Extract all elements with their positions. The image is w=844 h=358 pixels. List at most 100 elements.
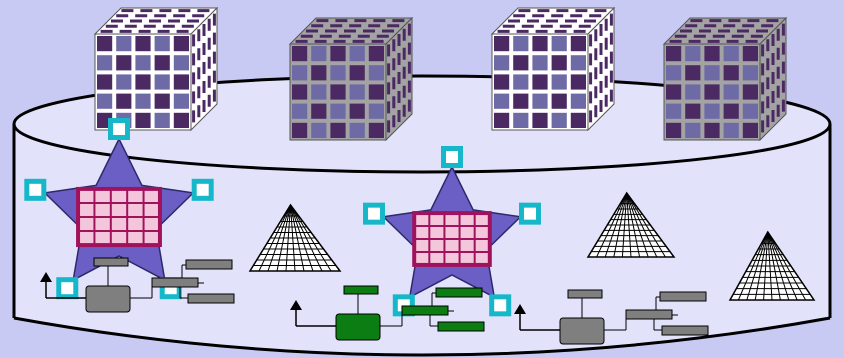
pyramid-right — [728, 230, 816, 301]
cube-cell — [311, 103, 327, 119]
pyramid-edge — [258, 204, 291, 272]
cube-cell — [154, 93, 170, 109]
cube-cell — [570, 112, 586, 128]
hierarchy-node — [401, 305, 449, 316]
cube-cell — [349, 122, 365, 138]
cube-cell — [704, 65, 720, 81]
cube-cell — [173, 74, 189, 90]
dimension-table-inner — [446, 151, 458, 163]
pyramid-edge — [596, 192, 628, 258]
pyramid-edge — [290, 204, 314, 272]
cube-cell — [494, 112, 510, 128]
cube-cell — [311, 65, 327, 81]
cube-cell — [704, 122, 720, 138]
pyramid-left — [248, 203, 342, 272]
cube-cell — [513, 55, 529, 71]
pyramid-edge — [767, 231, 790, 301]
cube-cell — [154, 74, 170, 90]
hierarchy-node — [659, 291, 707, 302]
cube-cell — [723, 84, 739, 100]
cube-cell — [532, 93, 548, 109]
cube-cell — [742, 65, 758, 81]
dimension-table-inner — [61, 282, 74, 295]
pyramid-edge — [276, 204, 291, 272]
cube-cell — [116, 36, 132, 52]
cube-cell — [368, 122, 384, 138]
cube-cell — [330, 122, 346, 138]
cube-cell — [97, 55, 113, 71]
dimension-table-inner — [196, 183, 209, 196]
hierarchy-node — [567, 289, 603, 299]
cube-cell — [368, 46, 384, 62]
cube-cell — [666, 103, 682, 119]
dimension-hierarchies — [40, 257, 709, 345]
pyramid-edge — [587, 192, 628, 258]
cube-cell — [135, 74, 151, 90]
cube-cell — [532, 74, 548, 90]
pyramid-edge — [729, 231, 769, 301]
cube-cell — [135, 93, 151, 109]
cube-cell — [723, 46, 739, 62]
hierarchy-tree-middle — [290, 285, 485, 341]
cube-cell — [494, 93, 510, 109]
cube-cell — [570, 93, 586, 109]
pyramid-middle — [586, 191, 676, 258]
cube-cell — [173, 112, 189, 128]
hierarchy-node — [151, 277, 199, 288]
dimension-table-inner — [29, 183, 42, 196]
cube-cell — [311, 122, 327, 138]
pyramid-edge — [737, 231, 769, 301]
cube-cell — [723, 122, 739, 138]
cube-cell — [513, 74, 529, 90]
hierarchy-node — [435, 287, 483, 298]
cube-cell — [742, 122, 758, 138]
aggregation-pyramids — [248, 191, 816, 301]
cube-cell — [292, 46, 308, 62]
pyramid-edge — [754, 231, 769, 301]
cube-cell — [666, 65, 682, 81]
cube-cell — [292, 122, 308, 138]
cube-cell — [97, 93, 113, 109]
hierarchy-node — [625, 309, 673, 320]
cube-cell — [551, 112, 567, 128]
hierarchy-tree-left — [40, 257, 235, 313]
pyramid-edge — [621, 192, 628, 258]
cube-cell — [704, 84, 720, 100]
pyramid-edge — [249, 204, 291, 272]
cube-cell — [349, 65, 365, 81]
cube-cell — [494, 74, 510, 90]
cube-cell — [330, 103, 346, 119]
hierarchy-node — [185, 259, 233, 270]
cube-cell — [513, 36, 529, 52]
cube-cell — [349, 103, 365, 119]
pyramid-edge — [613, 192, 628, 258]
cube-cell — [666, 46, 682, 62]
cube-cell — [154, 55, 170, 71]
dimension-table-inner — [523, 207, 536, 220]
cube-cell — [135, 55, 151, 71]
pyramid-edge — [626, 192, 632, 258]
data-cube-3 — [490, 6, 616, 132]
cube-cell — [570, 74, 586, 90]
cube-cell — [173, 93, 189, 109]
pyramid-edge — [285, 204, 291, 272]
hierarchy-node — [93, 257, 129, 267]
cylinder-bottom — [13, 316, 831, 357]
cube-cell — [551, 74, 567, 90]
hierarchy-node — [187, 293, 235, 304]
cube-cell — [532, 112, 548, 128]
pyramid-edge — [767, 231, 798, 301]
cube-cell — [532, 55, 548, 71]
cube-cell — [97, 74, 113, 90]
pyramid-edge — [767, 231, 773, 301]
cube-cell — [116, 93, 132, 109]
cube-cell — [704, 103, 720, 119]
pyramid-edge — [290, 204, 341, 272]
hierarchy-root-node — [85, 285, 131, 313]
pyramid-edge — [290, 204, 296, 272]
pyramid-edge — [746, 231, 769, 301]
cube-cell — [551, 93, 567, 109]
cube-cell — [368, 65, 384, 81]
cube-cell — [349, 84, 365, 100]
